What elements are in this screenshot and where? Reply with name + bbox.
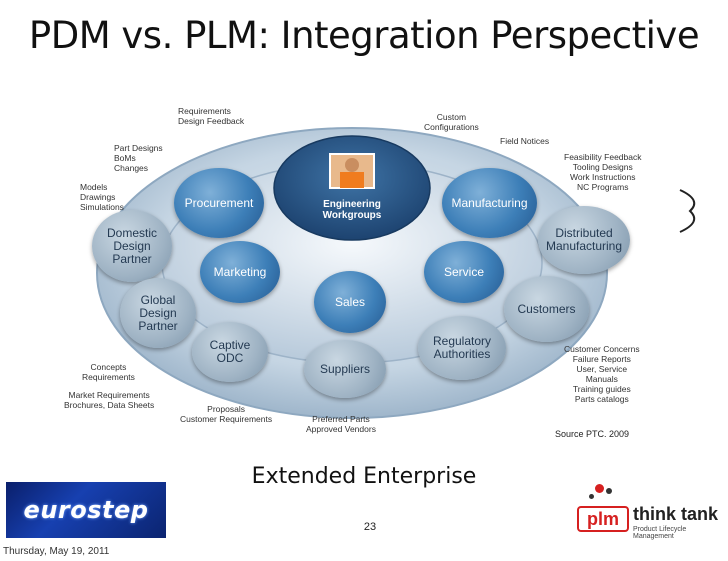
source-caption: Source PTC. 2009 (555, 429, 630, 439)
think-tank-text: think tank (633, 504, 719, 524)
note-market: Market Requirements Brochures, Data Shee… (64, 390, 155, 410)
slide-date: Thursday, May 19, 2011 (3, 546, 110, 557)
note-field-notices: Field Notices (500, 136, 550, 146)
note-requirements: Requirements Design Feedback (178, 106, 245, 126)
slide-title: PDM vs. PLM: Integration Perspective (28, 14, 700, 57)
plm-mark: plm (577, 506, 629, 532)
plm-think-tank-logo: plm think tank Product Lifecycle Managem… (575, 482, 725, 542)
node-manufacturing: Manufacturing (442, 168, 537, 238)
note-part-designs: Part Designs BoMs Changes (114, 143, 163, 173)
note-preferred-parts: Preferred Parts Approved Vendors (306, 414, 376, 434)
logo-dot (606, 488, 612, 494)
note-customer-concerns: Customer Concerns Failure Reports User, … (564, 344, 640, 404)
node-marketing: Marketing (200, 241, 280, 303)
think-tank-subtext: Product Lifecycle Management (633, 526, 687, 540)
page-number: 23 (363, 521, 377, 533)
note-concepts: Concepts Requirements (82, 362, 135, 382)
logo-dot (595, 484, 604, 493)
note-proposals: Proposals Customer Requirements (180, 404, 273, 424)
note-models: Models Drawings Simulations (80, 182, 124, 212)
center-node-engineering-workgroups: Engineering Workgroups (322, 199, 382, 221)
node-procurement: Procurement (174, 168, 264, 238)
node-customers: Customers (504, 276, 589, 342)
note-feasibility: Feasibility Feedback Tooling Designs Wor… (564, 152, 642, 192)
eurostep-logo: eurostep (6, 482, 166, 538)
note-custom-configurations: Custom Configurations (424, 112, 479, 132)
node-sales: Sales (314, 271, 386, 333)
integration-diagram: Engineering Workgroups Procurement Manuf… (52, 88, 672, 448)
logo-dot (589, 494, 594, 499)
right-bracket-mark (679, 189, 696, 233)
node-service: Service (424, 241, 504, 303)
node-suppliers: Suppliers (304, 340, 386, 398)
slide-subtitle: Extended Enterprise (251, 464, 477, 489)
